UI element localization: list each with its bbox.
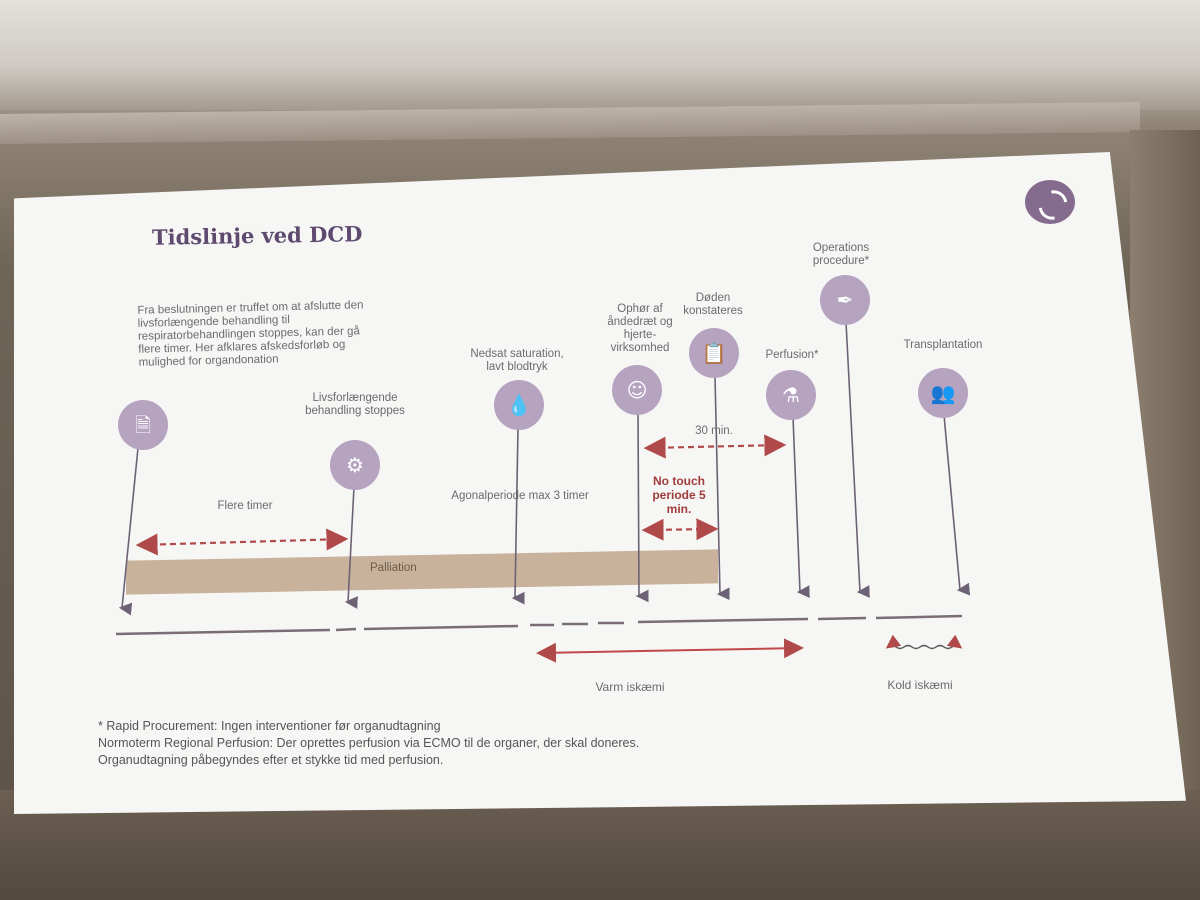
stem-death — [714, 376, 730, 601]
swirl-logo-icon — [1025, 180, 1075, 224]
palliation-label: Palliation — [370, 562, 417, 574]
decision-description: Fra beslutningen er truffet om at afslut… — [137, 299, 364, 369]
scalpel-icon: ✒ — [820, 275, 870, 325]
drop-icon: 💧 — [494, 380, 544, 430]
transplantation-label: Transplantation — [903, 339, 983, 351]
main-timeline — [115, 614, 963, 636]
thirty-min-label: 30 min. — [695, 425, 733, 437]
ceiling-wall — [0, 0, 1200, 110]
footnote-line-1: * Rapid Procurement: Ingen interventione… — [98, 719, 441, 733]
perfusion-label: Perfusion* — [765, 349, 819, 361]
death-label: Døden konstateres — [683, 292, 743, 317]
no-touch-label: No touch periode 5 min. — [652, 474, 706, 516]
treatment-stop-label: Livsforlængende behandling stoppes — [305, 392, 405, 417]
iv-bag-icon: ⚗ — [766, 370, 816, 420]
stem-cessation — [635, 411, 649, 603]
flere-timer-label: Flere timer — [217, 500, 273, 512]
varm-iskaemi-label: Varm iskæmi — [595, 680, 665, 694]
saturation-label: Nedsat saturation, lavt blodtryk — [470, 348, 564, 373]
footnote: * Rapid Procurement: Ingen interventione… — [98, 718, 718, 769]
stem-treatment-stop — [344, 486, 358, 609]
interval-varm-iskaemi — [536, 638, 804, 663]
kold-iskaemi-label: Kold iskæmi — [887, 678, 953, 692]
breathing-head-icon: ☺ — [612, 365, 662, 415]
stem-saturation — [511, 426, 525, 605]
projected-slide — [14, 152, 1186, 814]
document-icon: 🗎 — [118, 400, 168, 450]
ventilator-icon: ⚙ — [330, 440, 380, 490]
interval-no-touch — [641, 518, 719, 541]
footnote-line-2: Normoterm Regional Perfusion: Der oprett… — [98, 736, 640, 750]
footnote-line-3: Organudtagning påbegyndes efter et stykk… — [98, 753, 444, 767]
interval-flere-timer — [135, 528, 349, 556]
stem-perfusion — [792, 416, 810, 599]
cessation-label: Ophør af åndedræt og hjerte-virksomhed — [607, 303, 673, 354]
people-transfer-icon: 👥 — [918, 368, 968, 418]
interval-30-min — [643, 434, 787, 459]
stem-operation — [845, 321, 870, 598]
stem-decision — [118, 447, 139, 616]
stem-transplantation — [943, 414, 971, 596]
clipboard-icon: 📋 — [689, 328, 739, 378]
interval-kold-iskaemi — [885, 634, 963, 650]
agonal-period-label: Agonalperiode max 3 timer — [451, 490, 589, 502]
operation-label: Operations procedure* — [812, 242, 870, 267]
